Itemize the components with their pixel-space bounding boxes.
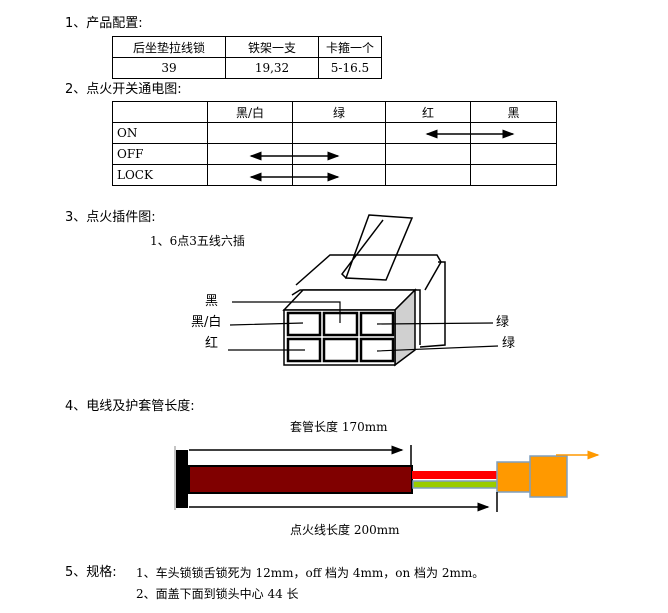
plug-part [496, 461, 532, 493]
connector-subtitle: 1、6点3五线六插 [150, 234, 245, 248]
section4-heading: 4、电线及护套管长度: [65, 399, 195, 414]
pin-label: 绿 [502, 336, 516, 351]
wire-end-cap [176, 450, 188, 508]
pin-label: 黑 [205, 294, 219, 309]
sleeve-length-label: 套管长度 170mm [290, 420, 388, 434]
header-cell: 黑/白 [207, 101, 293, 123]
red-wire [412, 471, 497, 479]
wire-length-label: 点火线长度 200mm [290, 523, 400, 537]
config-header: 铁架一支 [225, 36, 319, 58]
plug-part [529, 455, 568, 498]
connector-drawing [228, 214, 499, 367]
section1-heading: 1、产品配置: [65, 16, 143, 31]
config-value: 5-16.5 [318, 57, 382, 79]
pin-label: 绿 [496, 315, 510, 330]
wire-length-diagram [174, 445, 600, 512]
spec-item: 1、车头锁锁舌锁死为 12mm，off 档为 4mm，on 档为 2mm。 [136, 566, 485, 580]
spec-item: 2、面盖下面到锁头中心 44 长 [136, 587, 299, 601]
config-value: 19,32 [225, 57, 319, 79]
section3-heading: 3、点火插件图: [65, 210, 156, 225]
section5-heading: 5、规格: [65, 565, 117, 580]
row-label: LOCK [112, 164, 208, 186]
config-header: 卡箍一个 [318, 36, 382, 58]
sleeve [188, 465, 413, 494]
section2-heading: 2、点火开关通电图: [65, 82, 182, 97]
config-value: 39 [112, 57, 226, 79]
ignition-switch-table: 黑/白绿红黑 ON OFF LOCK [112, 101, 557, 186]
pin-label: 黑/白 [191, 315, 222, 330]
pin-label: 红 [205, 336, 219, 351]
green-wire [412, 480, 498, 489]
